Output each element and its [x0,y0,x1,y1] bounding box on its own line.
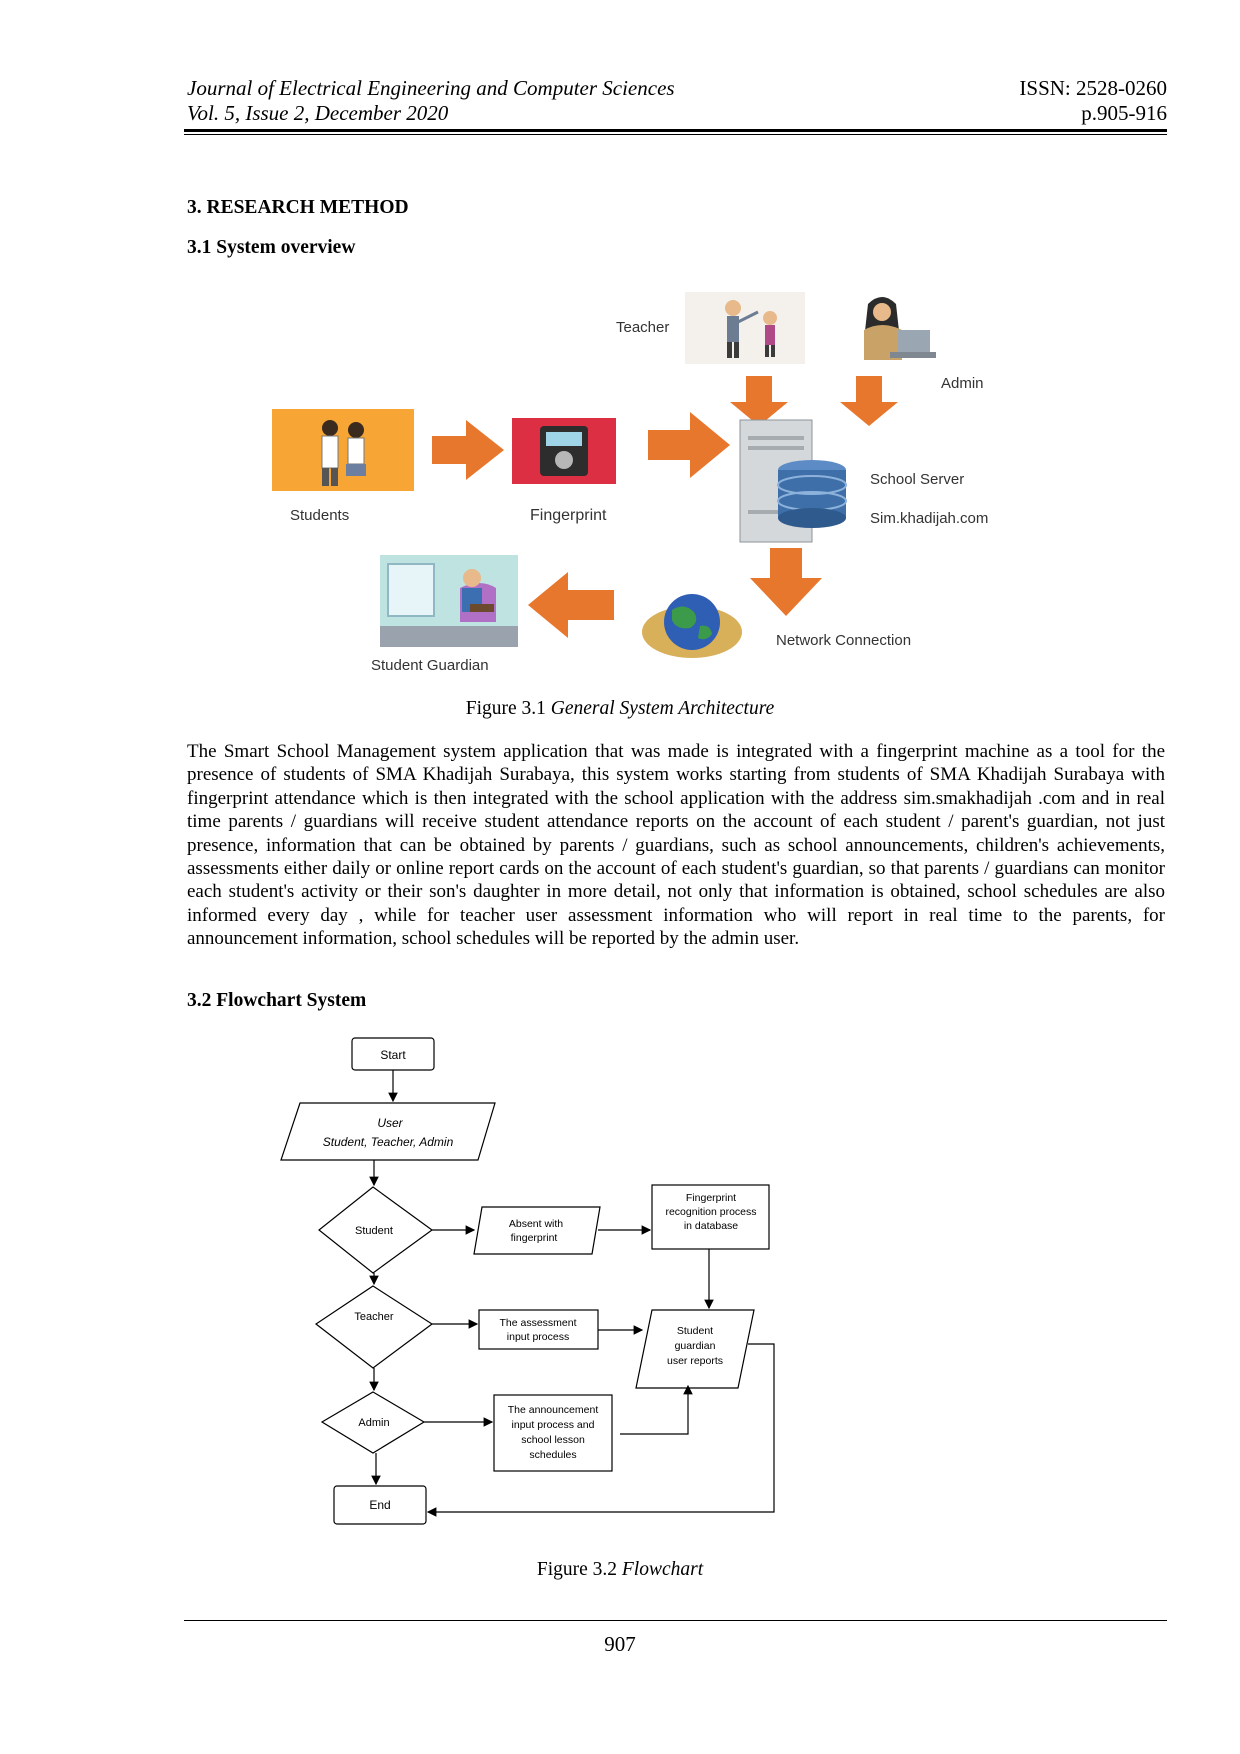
figure-system-architecture: Teacher Admin [272,292,988,674]
announcement-input-node [493,1394,613,1472]
subsection-heading: 3.1 System overview [187,237,356,258]
figure-3-1-label: Figure 3.1 [465,698,546,719]
assessment-label-line1: The assessment [499,1317,576,1329]
fingerprint-recognition-line1: Fingerprint [686,1192,736,1204]
announcement-label-line1: The announcement [508,1404,599,1416]
teacher-label: Teacher [616,319,669,336]
announcement-label-line4: schedules [529,1449,576,1461]
server-url: Sim.khadijah.com [870,510,988,527]
figure-3-1-title: General System Architecture [550,698,775,719]
figure-flowchart: Start User Student, Teacher, Admin Stude… [280,1037,775,1525]
figure-3-1-caption: Figure 3.1 General System Architecture [0,698,1240,720]
announcement-label-line3: school lesson [521,1434,585,1446]
guardian-illustration [380,555,518,647]
server-illustration [739,419,847,543]
figure-3-2-caption: Figure 3.2 Flowchart [0,1559,1240,1581]
admin-illustration [840,292,940,370]
teacher-illustration [685,292,805,364]
assessment-label-line2: input process [507,1331,569,1343]
figure-3-2-title: Flowchart [621,1559,704,1580]
absent-label-line1: Absent with [509,1218,563,1230]
admin-label: Admin [941,375,984,392]
journal-title: Journal of Electrical Engineering and Co… [187,76,675,100]
page-number: 907 [604,1632,636,1656]
admin-decision [320,1391,426,1454]
guardian-report-line3: user reports [667,1355,723,1367]
arrow-students-fingerprint [432,420,504,480]
arrow-teacher-down [730,376,788,426]
body-paragraph: The Smart School Management system appli… [187,741,1165,950]
arrow-admin-down [840,376,898,426]
absent-label-line2: fingerprint [511,1232,558,1244]
fingerprint-label: Fingerprint [530,507,607,524]
teacher-label: Teacher [354,1311,393,1323]
students-illustration [272,409,414,491]
student-label: Student [355,1225,393,1237]
end-node [333,1485,427,1525]
fingerprint-recognition-line2: recognition process [665,1206,756,1218]
student-decision [318,1186,434,1274]
arrow-network-guardian [528,572,614,638]
guardian-report-line1: Student [677,1325,713,1337]
user-roles-label: Student, Teacher, Admin [323,1135,454,1149]
guardian-report-line2: guardian [675,1340,716,1352]
journal-volume: Vol. 5, Issue 2, December 2020 [187,101,449,125]
figure-3-2-label: Figure 3.2 [536,1559,618,1580]
page-range: p.905-916 [1081,101,1167,125]
fingerprint-recognition-node [651,1184,770,1250]
user-input-node [280,1102,496,1161]
server-label: School Server [870,471,964,488]
network-globe-illustration [642,594,742,658]
footer-rule [184,1620,1167,1621]
start-label: Start [380,1048,406,1062]
journal-issn: ISSN: 2528-0260 [1019,76,1167,100]
subsection-heading-flowchart: 3.2 Flowchart System [187,990,367,1011]
user-label: User [377,1116,403,1130]
end-label: End [369,1498,390,1512]
assessment-input-node [478,1309,599,1350]
guardian-report-node [635,1309,755,1389]
fingerprint-illustration [512,418,616,484]
section-heading: 3. RESEARCH METHOD [187,197,409,218]
arrow-fingerprint-server [648,412,730,478]
network-label: Network Connection [776,632,911,649]
teacher-decision [314,1285,434,1369]
guardian-label: Student Guardian [371,657,489,674]
students-label: Students [290,507,349,524]
fingerprint-recognition-line3: in database [684,1220,738,1232]
announcement-label-line2: input process and [512,1419,595,1431]
admin-label: Admin [358,1417,389,1429]
header-rule-thin [184,134,1167,135]
arrow-server-network [750,548,822,616]
header-rule [184,129,1167,132]
absent-fingerprint-node [473,1206,601,1255]
